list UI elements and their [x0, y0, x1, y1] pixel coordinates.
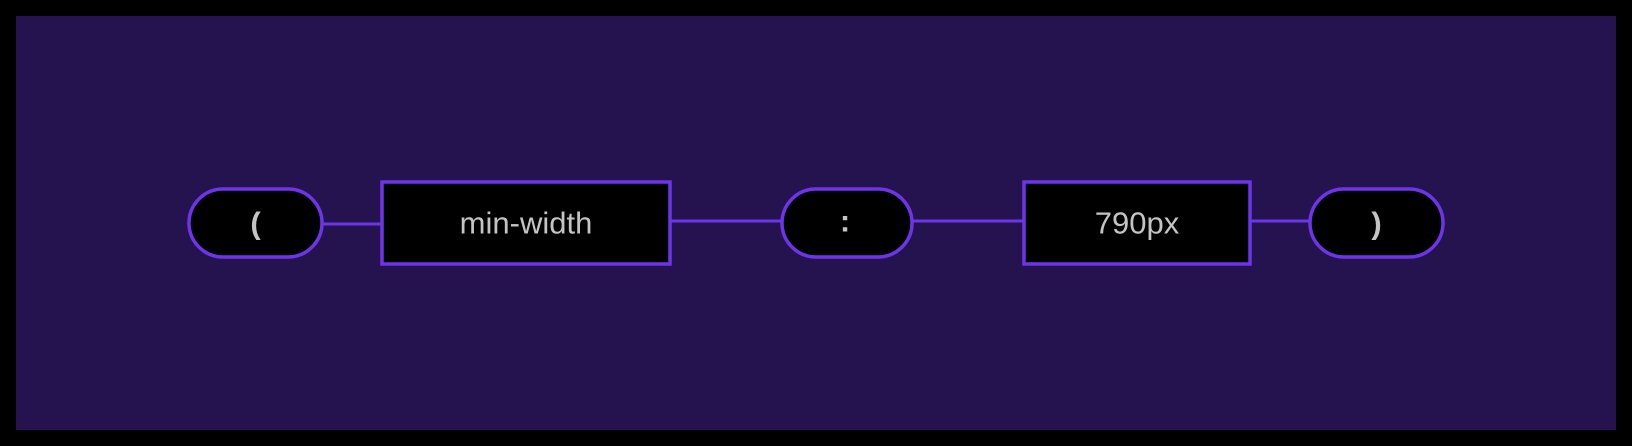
- terminal-label-close-paren: ): [1371, 206, 1381, 241]
- nonterminal-label-feature: min-width: [460, 206, 593, 241]
- terminal-node-close-paren: ): [1308, 187, 1445, 259]
- terminal-label-colon: :: [840, 204, 850, 239]
- nonterminal-label-value: 790px: [1095, 206, 1180, 241]
- terminal-label-open-paren: (: [250, 206, 261, 241]
- terminal-node-colon: :: [780, 187, 914, 259]
- nonterminal-node-value: 790px: [1022, 180, 1252, 266]
- nonterminal-node-feature: min-width: [380, 180, 672, 266]
- terminal-node-open-paren: (: [187, 187, 324, 259]
